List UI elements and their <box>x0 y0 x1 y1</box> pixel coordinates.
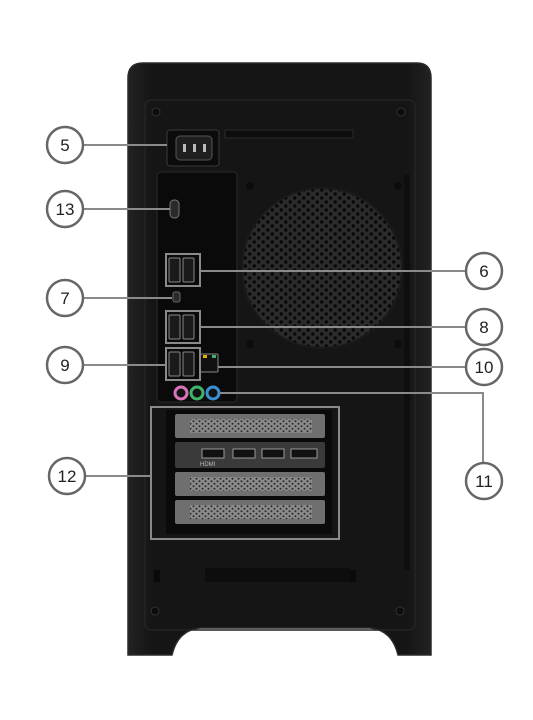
usb-ports-middle <box>168 314 195 340</box>
callout-label: 7 <box>60 289 69 308</box>
screw-icon <box>395 606 405 616</box>
callout-label: 8 <box>479 318 488 337</box>
hdmi-label: HDMI <box>200 462 216 468</box>
expansion-slots: HDMI <box>166 410 332 534</box>
screw-icon <box>151 107 161 117</box>
callout-11: 11 <box>464 461 504 501</box>
callout-label: 13 <box>56 200 75 219</box>
callout-10: 10 <box>464 347 504 387</box>
callout-label: 10 <box>475 358 494 377</box>
callout-12: 12 <box>47 456 87 496</box>
screw-icon <box>150 606 160 616</box>
callout-9: 9 <box>45 345 85 385</box>
callout-label: 5 <box>60 136 69 155</box>
callout-7: 7 <box>45 278 85 318</box>
callout-label: 9 <box>60 356 69 375</box>
ethernet-port <box>199 353 219 373</box>
callout-13: 13 <box>45 189 85 229</box>
small-port <box>172 291 181 303</box>
usb-ports-lower <box>168 351 195 377</box>
fan-grille <box>241 182 403 349</box>
callout-6: 6 <box>464 251 504 291</box>
hdmi-port <box>201 448 225 459</box>
callout-label: 12 <box>58 467 77 486</box>
power-connector <box>166 129 354 167</box>
callout-lines <box>84 144 484 477</box>
usb-ports-upper <box>168 257 195 283</box>
screw-icon <box>396 107 406 117</box>
audio-jacks <box>173 385 221 401</box>
usb-c-port <box>169 199 180 219</box>
callout-5: 5 <box>45 125 85 165</box>
callout-label: 6 <box>479 262 488 281</box>
callout-8: 8 <box>464 307 504 347</box>
callout-label: 11 <box>475 472 493 491</box>
